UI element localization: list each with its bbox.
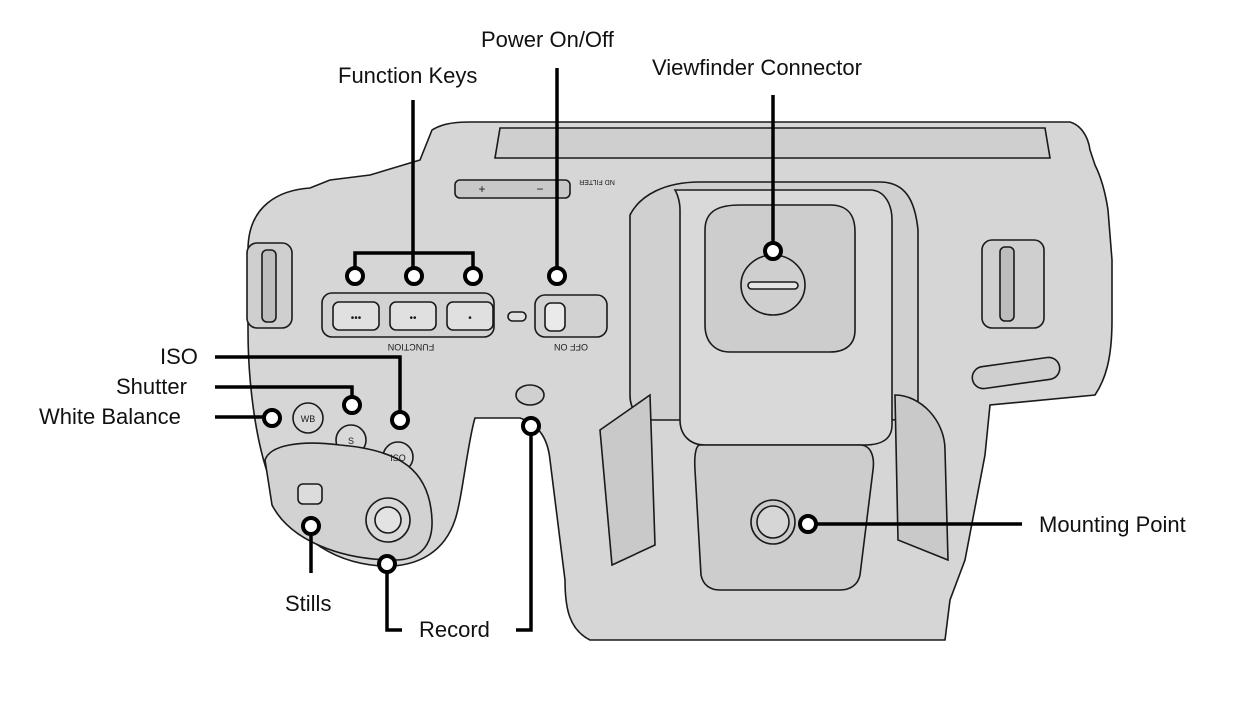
function-keys-label: Function Keys: [338, 63, 478, 88]
camera-body: [246, 121, 1113, 641]
fn3-marker: [463, 266, 483, 286]
fn2-dots: ••: [409, 313, 417, 324]
record-top-leader: [516, 434, 533, 632]
record-grip-leader: [385, 571, 402, 632]
shutter-marker: [342, 395, 362, 415]
iso-label: ISO: [160, 344, 198, 369]
s-button-marking: S: [348, 436, 354, 446]
callout-markers: [262, 241, 818, 574]
shutter-leader: [215, 385, 354, 397]
record-label: Record: [419, 617, 490, 642]
power-label: Power On/Off: [481, 27, 614, 52]
power-marker: [547, 266, 567, 286]
off-on-marking: OFF ON: [554, 342, 588, 352]
function-marking: FUNCTION: [388, 342, 435, 352]
white-balance-label: White Balance: [39, 404, 181, 429]
stills-label: Stills: [285, 591, 332, 616]
iso-button-marking: ISO: [390, 453, 406, 463]
callout-lines: [215, 68, 1022, 632]
iso-leader: [215, 355, 402, 412]
fn2-marker: [404, 266, 424, 286]
mounting-point-label: Mounting Point: [1039, 512, 1186, 537]
record-grip-marker: [377, 554, 397, 574]
record-top-marker: [521, 416, 541, 436]
nd-minus-marking: −: [536, 182, 543, 196]
viewfinder-marker: [763, 241, 783, 261]
shutter-label: Shutter: [116, 374, 187, 399]
fn1-dots: •••: [351, 313, 362, 324]
fn1-marker: [345, 266, 365, 286]
stills-marker: [301, 516, 321, 536]
nd-filter-marking: ND FILTER: [579, 178, 615, 185]
white-balance-marker: [262, 408, 282, 428]
nd-plus-marking: +: [478, 182, 485, 196]
viewfinder-label: Viewfinder Connector: [652, 55, 862, 80]
wb-button-marking: WB: [301, 414, 316, 424]
iso-marker: [390, 410, 410, 430]
body-markings: FUNCTION OFF ON ND FILTER WB S ISO ••• •…: [301, 178, 615, 463]
mounting-point-marker: [798, 514, 818, 534]
fn3-dots: •: [468, 313, 472, 324]
